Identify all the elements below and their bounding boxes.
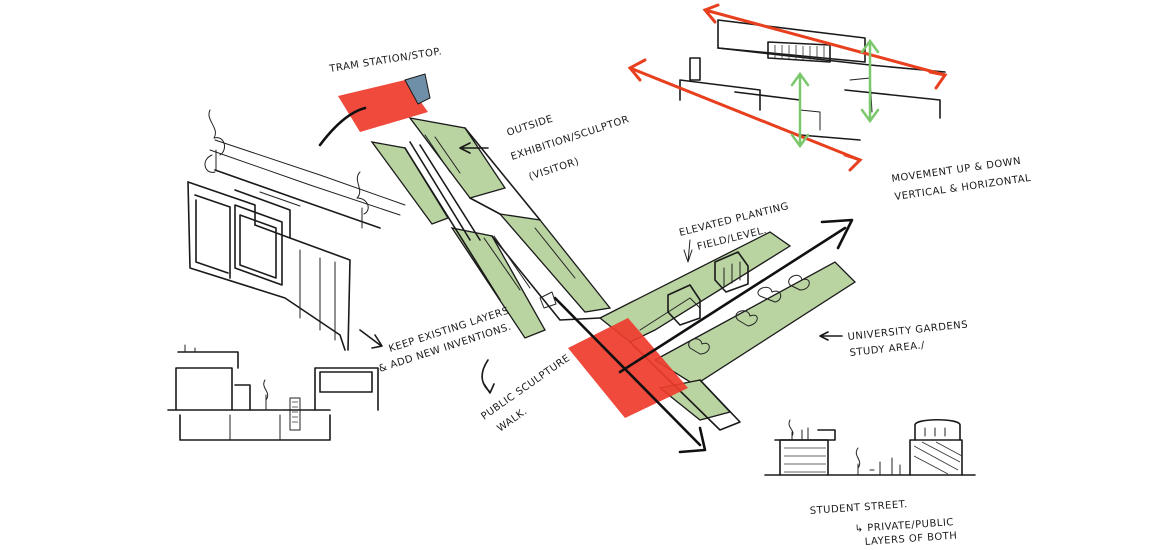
label-outside-exhibition-1: OUTSIDE [506,114,555,139]
label-outside-exhibition-3: (VISITOR) [528,156,581,183]
elevation-sketch-left [167,344,379,441]
green-platform-mid-right [498,213,612,313]
building-sketch-left [187,109,406,351]
axis-arrow-diagonal [618,226,847,374]
red-zone-tram-station [338,80,428,132]
label-tram-station: TRAM STATION/STOP. [328,46,443,75]
blue-block-tram [404,73,431,105]
red-arrow-bottom [628,66,862,162]
red-arrow-top [703,8,947,77]
label-university-gardens-1: UNIVERSITY GARDENS [847,319,968,343]
movement-diagram [627,3,948,172]
label-student-street-1: STUDENT STREET. [809,499,908,517]
axonometric-plan [318,73,857,454]
label-university-gardens-2: STUDY AREA./ [849,340,925,359]
green-platform-mid-left [450,227,546,339]
student-street-elevation [764,418,976,476]
